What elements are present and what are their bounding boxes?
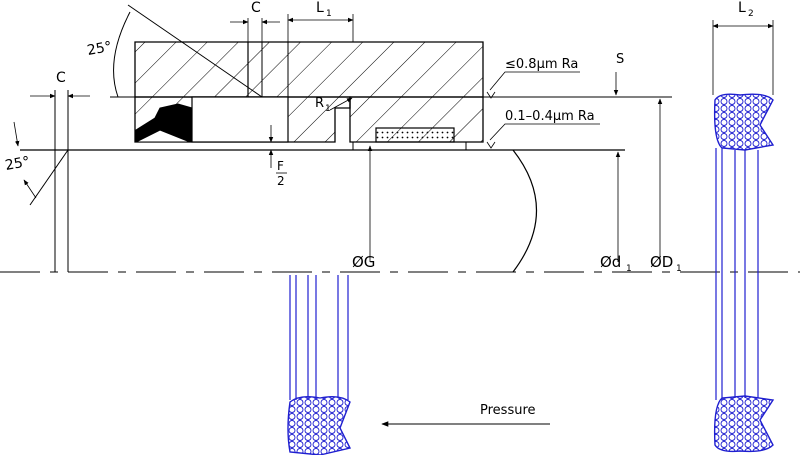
rod-lines xyxy=(0,96,800,273)
seal-section-right xyxy=(712,20,775,453)
seal-profile-black xyxy=(135,103,193,143)
label-s: S xyxy=(616,52,624,67)
label-f-den: 2 xyxy=(277,174,285,188)
dim-c-top xyxy=(230,18,280,42)
dim-l1-top xyxy=(287,14,354,42)
label-roughness-top: ≤0.8μm Ra xyxy=(505,57,578,72)
label-angle-top: 25° xyxy=(86,39,113,59)
angle-left-arrows xyxy=(13,121,37,199)
label-l1-top-sub: 1 xyxy=(326,9,332,19)
label-dia-g: ØG xyxy=(352,253,375,271)
label-dia-D1: ØD xyxy=(650,253,673,271)
label-dia-d1-small-sub: 1 xyxy=(626,264,632,274)
label-angle-left: 25° xyxy=(4,154,31,174)
r1-leader xyxy=(329,97,353,111)
label-c-left: C xyxy=(56,70,66,86)
label-l2-top: L xyxy=(738,0,746,16)
label-c-top: C xyxy=(251,0,261,16)
label-l1-top: L xyxy=(316,0,324,16)
label-dia-d1-small: Ød xyxy=(600,253,621,271)
label-pressure: Pressure xyxy=(480,403,536,418)
roughness-leaders xyxy=(486,71,600,149)
chamfer-left xyxy=(29,90,90,272)
label-r1-sub: 1 xyxy=(325,104,331,114)
label-f-num: F xyxy=(277,159,284,173)
angle-construction-top xyxy=(113,4,263,98)
label-r1: R xyxy=(315,96,324,111)
label-roughness-bottom: 0.1–0.4μm Ra xyxy=(505,109,595,124)
label-l2-top-sub: 2 xyxy=(748,9,754,19)
guide-strip xyxy=(352,127,467,150)
label-dia-D1-sub: 1 xyxy=(676,264,682,274)
seal-section-bottom xyxy=(287,275,352,455)
